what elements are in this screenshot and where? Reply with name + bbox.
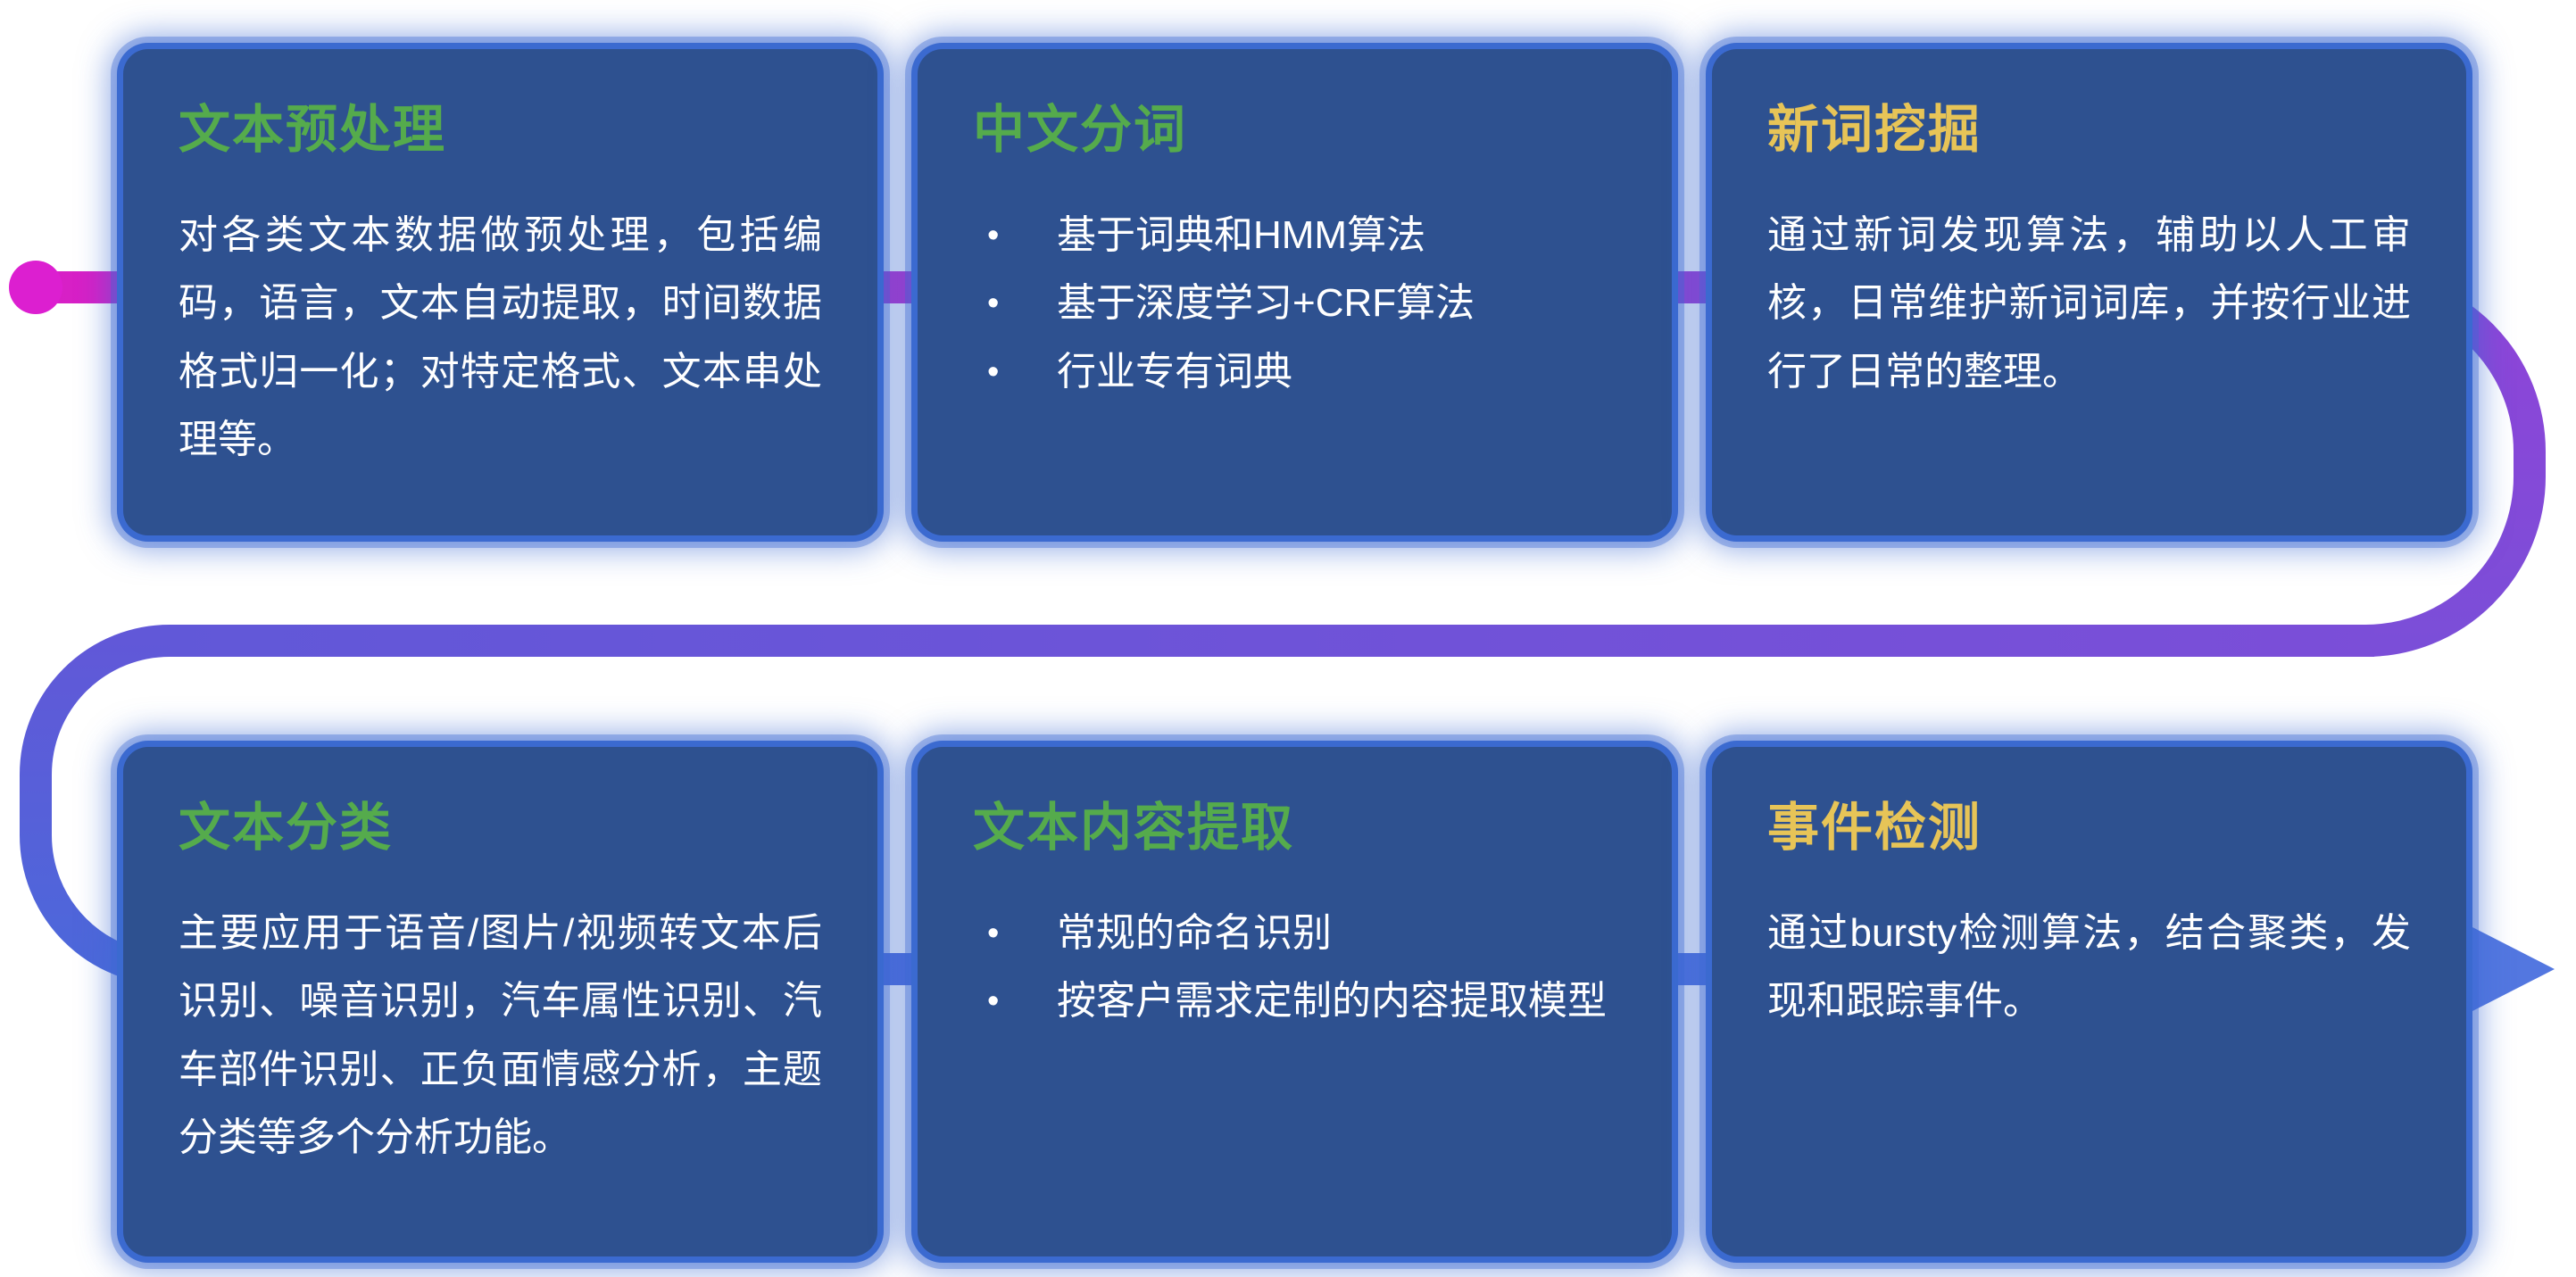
card-chinese-word-segmentation: 中文分词 • 基于词典和HMM算法 • 基于深度学习+CRF算法 • 行业专有词… (918, 49, 1672, 535)
card-event-detection: 事件检测 通过bursty检测算法，结合聚类，发现和跟踪事件。 (1712, 747, 2466, 1256)
bullet-text: 常规的命名识别 (1057, 910, 1332, 955)
bullet-text: 行业专有词典 (1057, 349, 1292, 394)
card-title: 文本预处理 (179, 101, 447, 159)
bullet-text: 基于深度学习+CRF算法 (1057, 281, 1475, 326)
bullet-item: • 按客户需求定制的内容提取模型 (973, 967, 1616, 1036)
bullet-item: • 常规的命名识别 (973, 900, 1616, 968)
bullet-text: 基于词典和HMM算法 (1057, 212, 1426, 257)
card-text-content-extraction: 文本内容提取 • 常规的命名识别 • 按客户需求定制的内容提取模型 (918, 747, 1672, 1256)
card-paragraph: 通过bursty检测算法，结合聚类，发现和跟踪事件。 (1767, 910, 2411, 1024)
bullet-icon: • (987, 216, 1000, 254)
card-title: 事件检测 (1767, 799, 1982, 857)
bullet-item: • 基于深度学习+CRF算法 (973, 269, 1616, 338)
bullet-icon: • (987, 983, 1000, 1021)
flow-left-uturn (20, 625, 170, 985)
bullet-icon: • (987, 285, 1000, 323)
card-paragraph: 对各类文本数据做预处理，包括编码，语言，文本自动提取，时间数据格式归一化；对特定… (179, 212, 822, 462)
flow-end-arrow-icon (2471, 926, 2555, 1012)
card-paragraph: 通过新词发现算法，辅助以人工审核，日常维护新词词库，并按行业进行了日常的整理。 (1767, 212, 2411, 394)
card-paragraph: 主要应用于语音/图片/视频转文本后识别、噪音识别，汽车属性识别、汽车部件识别、正… (179, 910, 822, 1160)
bullet-list: • 基于词典和HMM算法 • 基于深度学习+CRF算法 • 行业专有词典 (973, 202, 1616, 407)
bullet-item: • 基于词典和HMM算法 (973, 202, 1616, 270)
bullet-item: • 行业专有词典 (973, 338, 1616, 407)
bullet-icon: • (987, 914, 1000, 952)
card-new-word-mining: 新词挖掘 通过新词发现算法，辅助以人工审核，日常维护新词词库，并按行业进行了日常… (1712, 49, 2466, 535)
flow-start-dot (9, 261, 62, 314)
card-row-top: 文本预处理 对各类文本数据做预处理，包括编码，语言，文本自动提取，时间数据格式归… (123, 49, 2466, 535)
card-title: 新词挖掘 (1767, 101, 1982, 159)
bullet-list: • 常规的命名识别 • 按客户需求定制的内容提取模型 (973, 900, 1616, 1036)
card-title: 文本分类 (179, 799, 394, 857)
card-text-classification: 文本分类 主要应用于语音/图片/视频转文本后识别、噪音识别，汽车属性识别、汽车部… (123, 747, 877, 1256)
card-title: 文本内容提取 (973, 799, 1295, 857)
bullet-text: 按客户需求定制的内容提取模型 (1057, 979, 1607, 1024)
card-row-bottom: 文本分类 主要应用于语音/图片/视频转文本后识别、噪音识别，汽车属性识别、汽车部… (123, 747, 2466, 1256)
card-title: 中文分词 (973, 101, 1188, 159)
bullet-icon: • (987, 352, 1000, 391)
card-text-preprocessing: 文本预处理 对各类文本数据做预处理，包括编码，语言，文本自动提取，时间数据格式归… (123, 49, 877, 535)
